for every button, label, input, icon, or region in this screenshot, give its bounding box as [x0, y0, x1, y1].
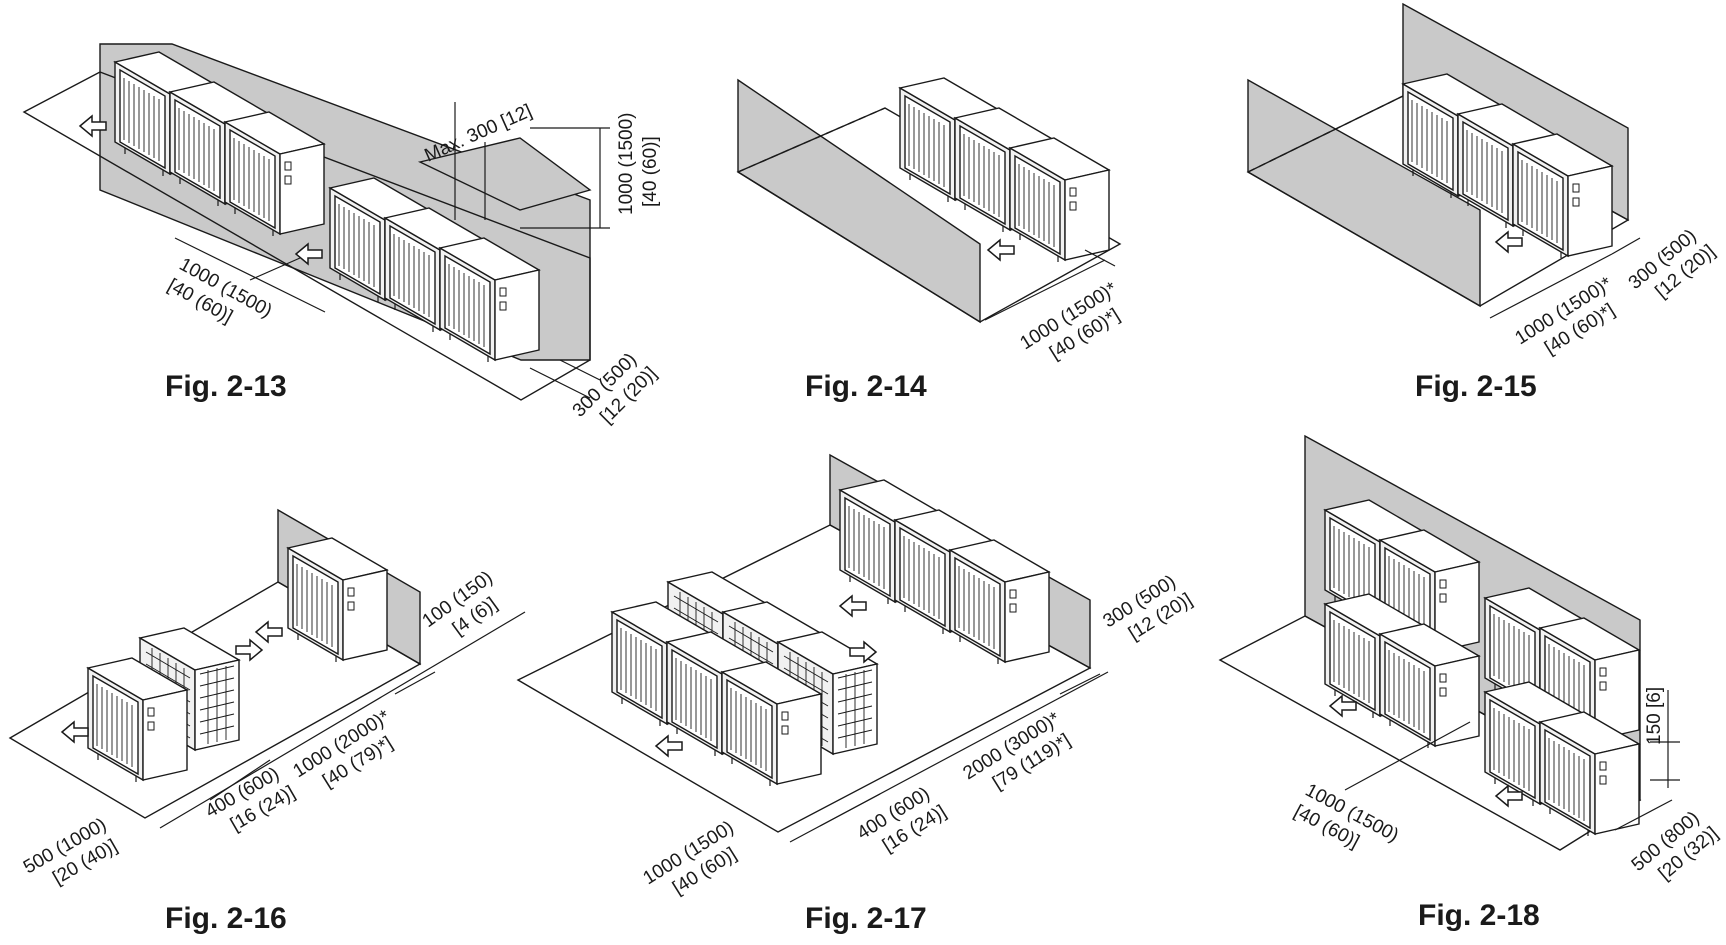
unit-rear — [287, 537, 388, 663]
figure-caption: Fig. 2-15 — [1415, 370, 1537, 403]
figure-caption: Fig. 2-13 — [165, 370, 287, 403]
figure-2-17: 300 (500)[12 (20)] 2000 (3000)*[79 (119)… — [516, 453, 1197, 935]
figure-caption: Fig. 2-18 — [1418, 899, 1540, 932]
dim-rear: 300 (500)[12 (20)] — [1625, 223, 1720, 313]
dim-rear: 500 (800)[20 (32)] — [1628, 805, 1723, 895]
figure-caption: Fig. 2-17 — [805, 902, 927, 935]
unit-row-rear — [839, 479, 1050, 665]
figure-2-15: 1000 (1500)*[40 (60)*] 300 (500)[12 (20)… — [1246, 2, 1720, 403]
figure-2-14: 1000 (1500)*[40 (60)*] Fig. 2-14 — [736, 77, 1124, 403]
floor — [516, 524, 1092, 833]
airflow-arrow-icon — [987, 239, 1015, 261]
dim-front: 2000 (3000)*[79 (119)*] — [960, 708, 1078, 805]
airflow-arrow-icon — [655, 735, 683, 757]
airflow-arrow-icon — [1495, 231, 1523, 253]
dim-gap: 1000 (1500)[40 (60)] — [164, 254, 275, 343]
dim-rear: 100 (150)[4 (6)] — [419, 567, 511, 651]
dim-stack: 150 [6] — [1644, 687, 1665, 745]
dim-gap: 1000 (1500)[40 (60)] — [1290, 780, 1402, 868]
floor — [22, 71, 591, 401]
raised-wall — [417, 137, 592, 211]
dim-rear: 300 (500)[12 (20)] — [1100, 569, 1197, 653]
floor — [1218, 615, 1642, 851]
airflow-arrow-icon — [61, 721, 89, 743]
dim-side: 500 (1000)[20 (40)] — [20, 814, 122, 899]
figure-2-16: 100 (150)[4 (6)] 1000 (2000)*[40 (79)*] … — [8, 508, 526, 935]
dim-front: 1000 (1500)*[40 (60)*] — [1512, 273, 1630, 370]
dim-between: 400 (600)[16 (24)] — [854, 781, 951, 865]
figure-caption: Fig. 2-14 — [805, 370, 927, 403]
dim-side: 1000 (1500)[40 (60)] — [640, 817, 751, 909]
airflow-arrow-icon — [839, 595, 867, 617]
dim-height: 1000 (1500)[40 (60)] — [616, 113, 661, 215]
figure-2-18: 150 [6] 1000 (1500)[40 (60)] 500 (800)[2… — [1218, 434, 1723, 932]
dim-front: 1000 (2000)*[40 (79)*] — [290, 706, 408, 803]
airflow-arrow-icon — [255, 621, 283, 643]
figure-2-13: Max. 300 [12] 1000 (1500)[40 (60)] 1000 … — [22, 43, 661, 428]
airflow-arrow-icon — [235, 639, 263, 661]
figure-caption: Fig. 2-16 — [165, 902, 287, 935]
